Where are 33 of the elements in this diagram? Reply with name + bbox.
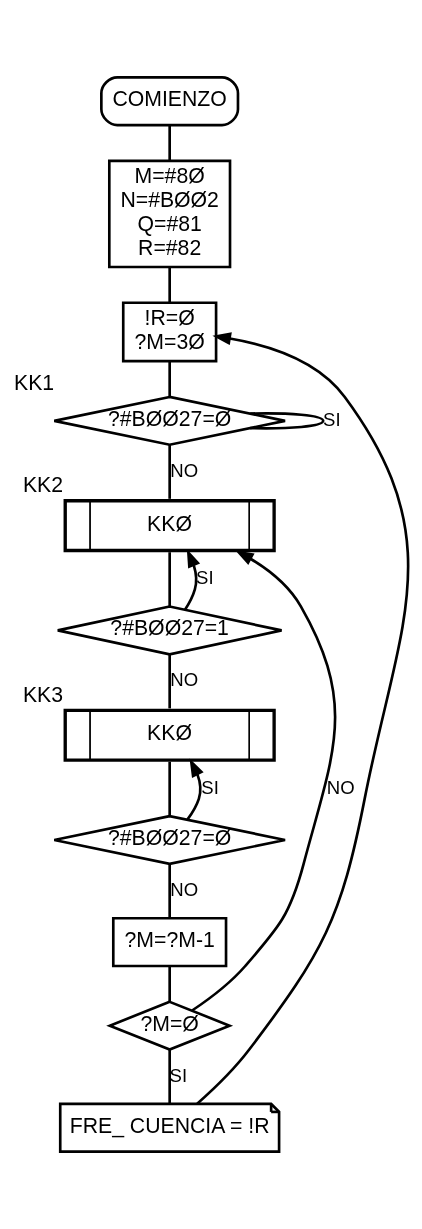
connector [168, 444, 171, 499]
node-box: COMIENZO [100, 76, 240, 127]
node-diamond: ?#BØØ27=Ø [52, 814, 287, 866]
arrow [196, 332, 410, 1105]
edge-label: NO [170, 669, 199, 691]
connector [168, 966, 171, 1002]
arrow [191, 550, 337, 1012]
connector [250, 412, 325, 430]
node-label: KK3 [22, 682, 64, 706]
edge-label: SI [201, 776, 219, 798]
node-diamond: ?#BØØ27=1 [56, 605, 283, 656]
connector [168, 552, 171, 607]
connector [168, 654, 171, 709]
node-box: ?M=?M-1 [111, 916, 228, 968]
connector [168, 361, 171, 397]
connector [168, 267, 171, 303]
connector [168, 1049, 171, 1104]
node-diamond: ?M=Ø [106, 1000, 234, 1051]
edge-label: SI [196, 567, 214, 589]
node-box: M=#8Ø N=#BØØ2 Q=#81 R=#82 [108, 159, 232, 269]
edge-label: SI [169, 1064, 188, 1086]
arrow [186, 758, 204, 821]
node-diamond: ?#BØØ27=Ø [52, 395, 287, 447]
connector [168, 863, 171, 918]
node-label: KK2 [22, 473, 64, 497]
edge-label: SI [323, 408, 341, 430]
connector [168, 761, 171, 816]
node-label: KK1 [14, 371, 55, 395]
node-box: !R=Ø ?M=3Ø [121, 301, 218, 363]
edge-label: NO [170, 459, 199, 481]
connector [168, 125, 171, 161]
edge-label: NO [170, 878, 199, 900]
edge-label: NO [326, 776, 355, 798]
